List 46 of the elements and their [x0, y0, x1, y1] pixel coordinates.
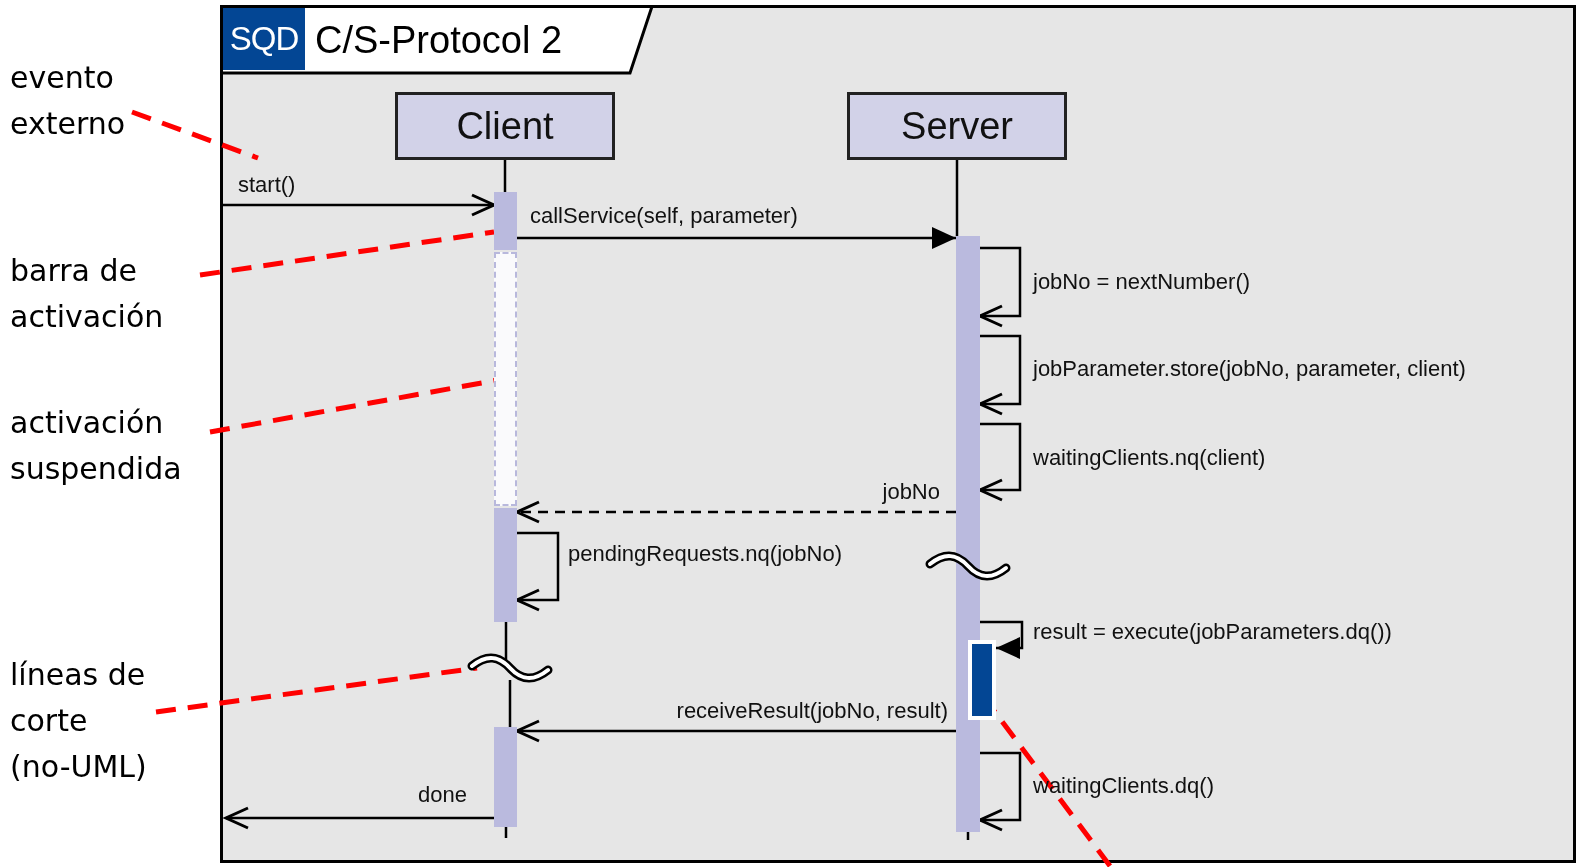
activation-bar: [494, 508, 517, 622]
annotation-text: líneas de corte (no-UML): [10, 652, 156, 790]
self-message-arrow: [980, 620, 1024, 659]
frame-title: C/S-Protocol 2: [315, 18, 563, 63]
edge-label: pendingRequests.nq(jobNo): [568, 541, 842, 567]
edge-label: result = execute(jobParameters.dq()): [1033, 619, 1392, 645]
lifeline: [504, 622, 508, 660]
message-arrow: [222, 193, 496, 217]
annotation-text: evento externo: [10, 55, 132, 147]
message-arrow: [515, 719, 956, 743]
leader-line: [155, 665, 478, 715]
edge-label: receiveResult(jobNo, result): [676, 698, 948, 724]
edge-label: start(): [238, 172, 296, 198]
edge-label: jobNo: [882, 479, 940, 505]
lifeline: [966, 832, 970, 840]
edge-label: callService(self, parameter): [530, 203, 798, 229]
lifeline: [503, 160, 507, 192]
leader-line: [199, 229, 495, 278]
activation-bar: [956, 236, 980, 832]
message-arrow: [515, 500, 956, 524]
self-message-arrow: [978, 422, 1022, 502]
frame-tag: SQD: [223, 8, 305, 70]
annotation-text: activación suspendida: [10, 400, 210, 492]
sequence-frame: [220, 5, 1576, 863]
self-message-arrow: [978, 751, 1022, 832]
self-message-arrow: [515, 531, 560, 612]
lifeline-head: Server: [847, 92, 1067, 160]
lifeline: [955, 160, 959, 236]
suspended-activation-bar: [494, 252, 517, 506]
lifeline: [508, 680, 512, 727]
annotation-text: barra de activación: [10, 248, 200, 340]
edge-label: waitingClients.nq(client): [1033, 445, 1266, 471]
self-message-arrow: [978, 334, 1022, 416]
nested-activation-bar: [968, 640, 996, 720]
activation-bar: [494, 192, 517, 250]
message-arrow: [517, 227, 956, 249]
lifeline-head: Client: [395, 92, 615, 160]
edge-label: jobParameter.store(jobNo, parameter, client): [1033, 356, 1466, 382]
activation-bar: [494, 727, 517, 827]
edge-label: done: [418, 782, 467, 808]
self-message-arrow: [978, 246, 1022, 328]
edge-label: waitingClients.dq(): [1033, 773, 1214, 799]
lifeline: [504, 827, 508, 838]
leader-line: [131, 109, 259, 161]
edge-label: jobNo = nextNumber(): [1033, 269, 1251, 295]
message-arrow: [224, 806, 494, 830]
